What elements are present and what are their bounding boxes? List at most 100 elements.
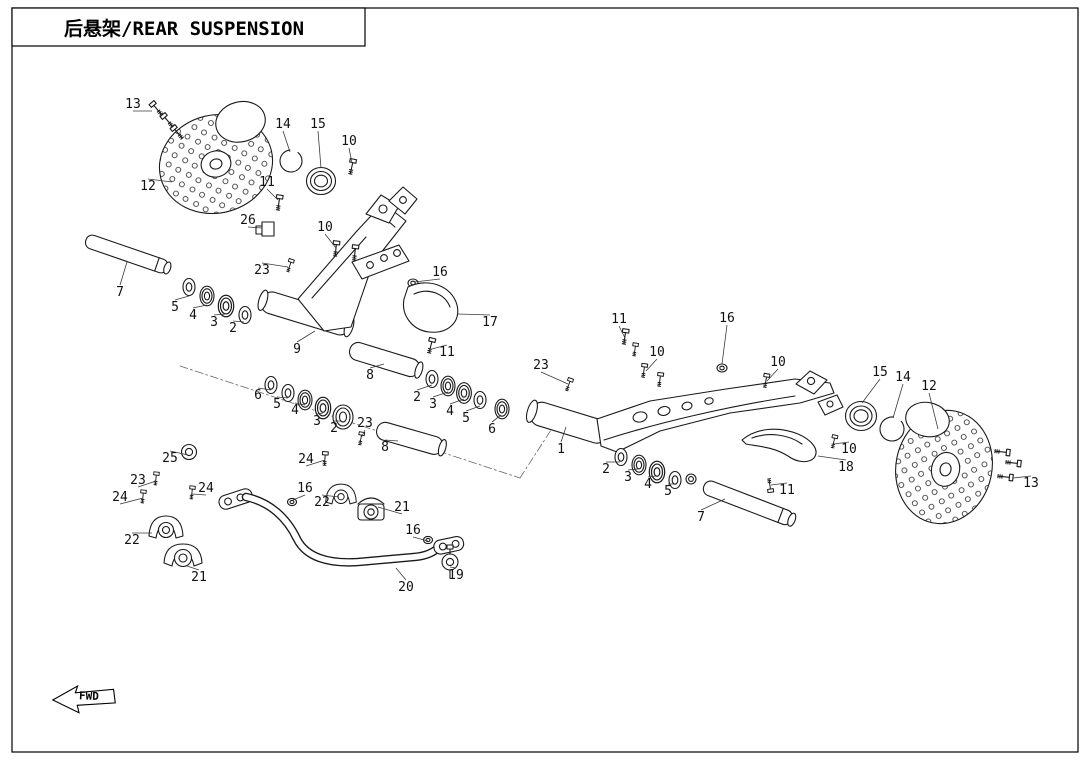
spacer-8-lower — [375, 421, 447, 457]
callout-26: 26 — [240, 213, 256, 228]
callout-1: 1 — [557, 442, 565, 457]
swingarm-left-9 — [257, 186, 418, 338]
callout-17: 17 — [482, 315, 498, 330]
snap-ring-14-left — [279, 149, 303, 173]
callout-leader-16 — [412, 536, 429, 542]
bracket-26 — [255, 221, 275, 237]
callout-leader-3 — [213, 313, 227, 316]
clamp-21-left — [163, 543, 203, 568]
callout-leader-16 — [721, 324, 728, 365]
callout-leader-21 — [377, 506, 403, 515]
callout-2: 2 — [229, 321, 237, 336]
callout-13: 13 — [1023, 476, 1039, 491]
callout-10: 10 — [317, 220, 333, 235]
callout-23: 23 — [533, 358, 549, 373]
callout-leader-21 — [186, 565, 200, 571]
callout-leader-20 — [395, 567, 407, 581]
callout-20: 20 — [398, 580, 414, 595]
callout-leader-23 — [360, 429, 366, 439]
callout-12: 12 — [921, 379, 937, 394]
callout-13: 13 — [125, 97, 141, 112]
callout-leader-4 — [449, 398, 465, 405]
swingarm-right-1 — [525, 370, 844, 453]
callout-4: 4 — [446, 404, 454, 419]
clamp-22-right — [325, 483, 357, 505]
callout-leader-23 — [540, 371, 569, 385]
washer-icon — [264, 375, 278, 395]
callout-leader-6 — [257, 387, 272, 391]
seal-icon — [494, 398, 510, 420]
washer-icon — [425, 369, 439, 389]
page-title: 后悬架/REAR SUSPENSION — [64, 18, 304, 40]
callout-3: 3 — [313, 414, 321, 429]
callout-leader-4 — [647, 475, 657, 478]
bearing-15-right — [844, 400, 878, 432]
callout-leader-5 — [276, 396, 289, 399]
stabilizer-bar-20 — [218, 488, 465, 567]
callout-11: 11 — [439, 345, 455, 360]
callout-18: 18 — [838, 460, 854, 475]
callout-leader-5 — [174, 295, 190, 301]
callout-5: 5 — [171, 300, 179, 315]
callout-15: 15 — [310, 117, 326, 132]
callout-4: 4 — [291, 403, 299, 418]
washer-16-link — [422, 535, 434, 545]
callout-leader-12 — [928, 392, 939, 430]
callout-21: 21 — [191, 570, 207, 585]
callout-leader-4 — [294, 402, 306, 406]
callout-leader-17 — [457, 313, 491, 316]
callout-leader-10 — [348, 147, 353, 164]
axle-shaft-7-right — [702, 480, 797, 527]
callout-leader-8 — [369, 363, 385, 369]
callout-leader-6 — [491, 414, 502, 423]
bushing-19 — [441, 544, 459, 579]
washer-icon — [281, 383, 295, 403]
brake-disc-right — [895, 401, 993, 525]
callout-10: 10 — [649, 345, 665, 360]
washer-16-right — [716, 363, 728, 373]
clamp-21-right — [357, 497, 385, 521]
callout-5: 5 — [273, 397, 281, 412]
callout-leader-24 — [191, 493, 207, 496]
callout-leader-11 — [266, 188, 279, 201]
bushing-stack-right — [614, 447, 697, 490]
callout-leader-10 — [833, 441, 850, 445]
callout-leader-15 — [317, 130, 322, 169]
washer-icon — [238, 305, 252, 325]
callout-leader-14 — [892, 383, 904, 419]
seal-icon — [297, 389, 313, 411]
callout-leader-2 — [416, 384, 433, 391]
callout-2: 2 — [602, 462, 610, 477]
callout-leader-18 — [817, 455, 847, 461]
snap-ring-14-right — [879, 416, 905, 442]
callout-22: 22 — [124, 533, 140, 548]
callout-leader-1 — [560, 426, 567, 443]
callout-2: 2 — [413, 390, 421, 405]
spacer-8-upper — [348, 341, 424, 379]
callout-leader-14 — [282, 130, 291, 153]
callout-leader-13 — [1012, 475, 1032, 479]
callout-leader-19 — [449, 566, 457, 569]
callout-4: 4 — [644, 477, 652, 492]
axle-shaft-7-left — [84, 234, 172, 275]
callout-leader-11 — [770, 482, 788, 486]
callout-24: 24 — [298, 452, 314, 467]
callout-14: 14 — [895, 370, 911, 385]
guard-17 — [402, 282, 459, 333]
callout-6: 6 — [488, 422, 496, 437]
callout-leader-7 — [700, 498, 726, 511]
callout-leader-7 — [119, 261, 128, 286]
callout-7: 7 — [697, 510, 705, 525]
callout-19: 19 — [448, 568, 464, 583]
callout-25: 25 — [162, 451, 178, 466]
callout-leader-23 — [137, 480, 157, 488]
callout-leader-16 — [413, 278, 441, 283]
seal-icon — [456, 382, 472, 404]
callout-leader-16 — [292, 494, 306, 501]
callout-16: 16 — [719, 311, 735, 326]
exploded-view — [84, 100, 1022, 579]
callout-24: 24 — [198, 481, 214, 496]
callout-7: 7 — [116, 285, 124, 300]
callout-leader-26 — [247, 226, 263, 229]
